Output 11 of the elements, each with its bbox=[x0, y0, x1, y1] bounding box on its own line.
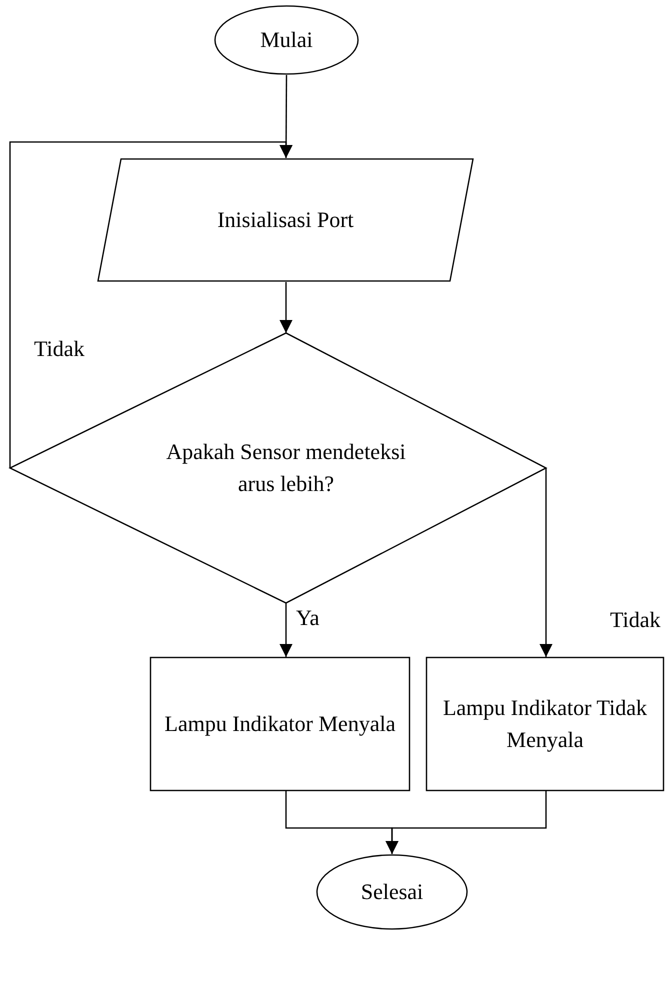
arrow bbox=[280, 282, 292, 333]
arrow bbox=[386, 791, 547, 854]
arrow bbox=[280, 603, 292, 657]
node-text: Inisialisasi Port bbox=[216, 206, 355, 234]
arrow bbox=[9, 141, 292, 468]
node-text: Mulai bbox=[259, 26, 314, 54]
node-text: Lampu Indikator Menyala bbox=[164, 710, 396, 738]
arrow bbox=[540, 468, 552, 657]
node-text: Apakah Sensor mendeteksi arus lebih? bbox=[166, 438, 406, 498]
node-text: Lampu Indikator Tidak Menyala bbox=[442, 694, 648, 754]
node-text: Selesai bbox=[360, 878, 424, 906]
